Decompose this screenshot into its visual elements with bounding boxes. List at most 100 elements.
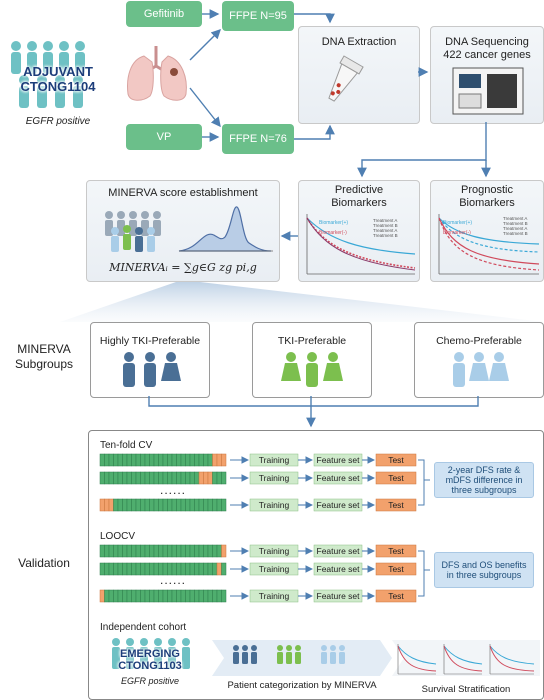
fold-cell	[221, 544, 227, 558]
pred-treat-b2: Treatment B	[373, 233, 398, 238]
emerging-label: EMERGING CTONG1103	[100, 648, 200, 672]
training-label: Training	[259, 500, 290, 510]
test-box	[375, 562, 417, 576]
adjuvant-label: ADJUVANT CTONG1104	[6, 64, 110, 94]
emerging-cohort	[100, 636, 200, 676]
feature-set-label: Feature set	[317, 473, 361, 483]
test-tube-icon	[328, 55, 364, 102]
subgroup-highly-tki: Highly TKI-Preferable	[90, 322, 210, 398]
dark-blue-people-icon	[123, 352, 181, 387]
predictive-km-plot: Biomarker(+) Biomarker(-) Treatment A Tr…	[306, 214, 416, 275]
adjuvant-cohort	[4, 34, 104, 134]
test-label: Test	[388, 500, 404, 510]
emerging-line1: EMERGING	[120, 648, 180, 660]
subgroups-label: MINERVA Subgroups	[0, 342, 88, 372]
prognostic-line1: Prognostic	[461, 184, 513, 196]
test-box	[375, 544, 417, 558]
sequencer-icon	[452, 67, 524, 115]
emerging-caption: EGFR positive	[120, 676, 180, 686]
subgroups-line1: MINERVA	[17, 342, 71, 356]
fold-cell	[221, 498, 227, 512]
emerging-line2: CTONG1103	[118, 660, 182, 672]
minerva-score-illustration	[105, 206, 273, 252]
dna-sequencing-panel: DNA Sequencing 422 cancer genes	[430, 26, 544, 124]
fold-cell	[221, 562, 227, 576]
subgroup-chemo-label: Chemo-Preferable	[436, 335, 522, 347]
test-label: Test	[388, 564, 404, 574]
test-box	[375, 589, 417, 603]
test-box	[375, 471, 417, 485]
cohort-people-icon	[11, 41, 85, 108]
prog-legend-pos: Biomarker(+)	[443, 220, 472, 226]
training-label: Training	[259, 473, 290, 483]
cat-light-blue-people-icon	[321, 645, 345, 664]
training-label: Training	[259, 546, 290, 556]
prog-treat-b1: Treatment B	[503, 221, 528, 226]
loocv-title: LOOCV	[100, 531, 136, 542]
gefitinib-box: Gefitinib	[126, 1, 202, 27]
predictive-title: Predictive Biomarkers	[299, 184, 419, 210]
survival-km-mini-2	[443, 644, 483, 675]
minerva-formula: MINERVAᵢ = ∑g∈G zg pi,g	[109, 261, 257, 274]
cat-green-people-icon	[277, 645, 301, 664]
test-label: Test	[388, 455, 404, 465]
fold-cell	[221, 589, 227, 603]
dna-sequencing-title: DNA Sequencing 422 cancer genes	[431, 36, 543, 62]
dna-sequencing-line1: DNA Sequencing	[445, 36, 529, 48]
predictive-biomarkers-panel: Predictive Biomarkers Biomarker(+) Bioma…	[298, 180, 420, 282]
pred-treat-a2: Treatment A	[373, 228, 397, 233]
subgroups-line2: Subgroups	[14, 357, 74, 371]
result-bracket	[418, 459, 430, 506]
tenfold-result-box: 2-year DFS rate & mDFS difference in thr…	[434, 462, 534, 498]
predictive-line1: Predictive	[334, 184, 384, 196]
training-label: Training	[259, 455, 290, 465]
loocv-dots: ......	[160, 573, 187, 587]
fold-cell	[221, 453, 227, 467]
vp-box: VP	[126, 124, 202, 150]
validation-label: Validation	[18, 556, 70, 570]
survival-chevron	[392, 640, 540, 676]
independent-title: Independent cohort	[100, 622, 187, 633]
prognostic-biomarkers-panel: Prognostic Biomarkers Biomarker(+) Bioma…	[430, 180, 544, 282]
prognostic-line2: Biomarkers	[459, 197, 515, 209]
survival-km-mini-3	[489, 644, 535, 675]
survival-label: Survival Stratification	[421, 684, 511, 695]
feature-set-label: Feature set	[317, 591, 361, 601]
survival-km-mini-1	[397, 644, 437, 675]
test-box	[375, 453, 417, 467]
feature-set-label: Feature set	[317, 455, 361, 465]
predictive-line2: Biomarkers	[331, 197, 387, 209]
emerging-people-icon	[112, 638, 190, 669]
lungs-icon	[122, 42, 194, 109]
pred-treat-a1: Treatment A	[373, 218, 397, 223]
cat-dark-blue-people-icon	[233, 645, 257, 664]
subgroup-highly-tki-label: Highly TKI-Preferable	[99, 335, 201, 347]
test-label: Test	[388, 473, 404, 483]
training-label: Training	[259, 564, 290, 574]
minerva-score-panel: MINERVA score establishment MINERVA	[86, 180, 280, 282]
prog-treat-a1: Treatment A	[503, 216, 527, 221]
test-box	[375, 498, 417, 512]
subgroup-tki: TKI-Preferable	[252, 322, 372, 398]
loocv-result-box: DFS and OS benefits in three subgroups	[434, 552, 534, 588]
test-label: Test	[388, 591, 404, 601]
categorization-chevron	[212, 640, 392, 676]
prog-treat-b2: Treatment B	[503, 231, 528, 236]
test-label: Test	[388, 546, 404, 556]
dna-sequencing-line2: 422 cancer genes	[443, 49, 531, 61]
ffpe-box-2: FFPE N=76	[222, 124, 294, 154]
pred-legend-pos: Biomarker(+)	[319, 220, 348, 226]
categorization-label: Patient categorization by MINERVA	[227, 680, 377, 691]
training-label: Training	[259, 591, 290, 601]
light-blue-people-icon	[453, 352, 509, 387]
adjuvant-line2: CTONG1104	[20, 79, 96, 94]
tenfold-title: Ten-fold CV	[100, 440, 153, 451]
feature-set-label: Feature set	[317, 546, 361, 556]
prog-legend-neg: Biomarker(-)	[443, 230, 471, 236]
dna-extraction-title: DNA Extraction	[321, 36, 397, 48]
feature-set-label: Feature set	[317, 564, 361, 574]
adjuvant-line1: ADJUVANT	[23, 64, 93, 79]
dna-extraction-panel: DNA Extraction	[298, 26, 420, 124]
fold-cell	[221, 471, 227, 485]
